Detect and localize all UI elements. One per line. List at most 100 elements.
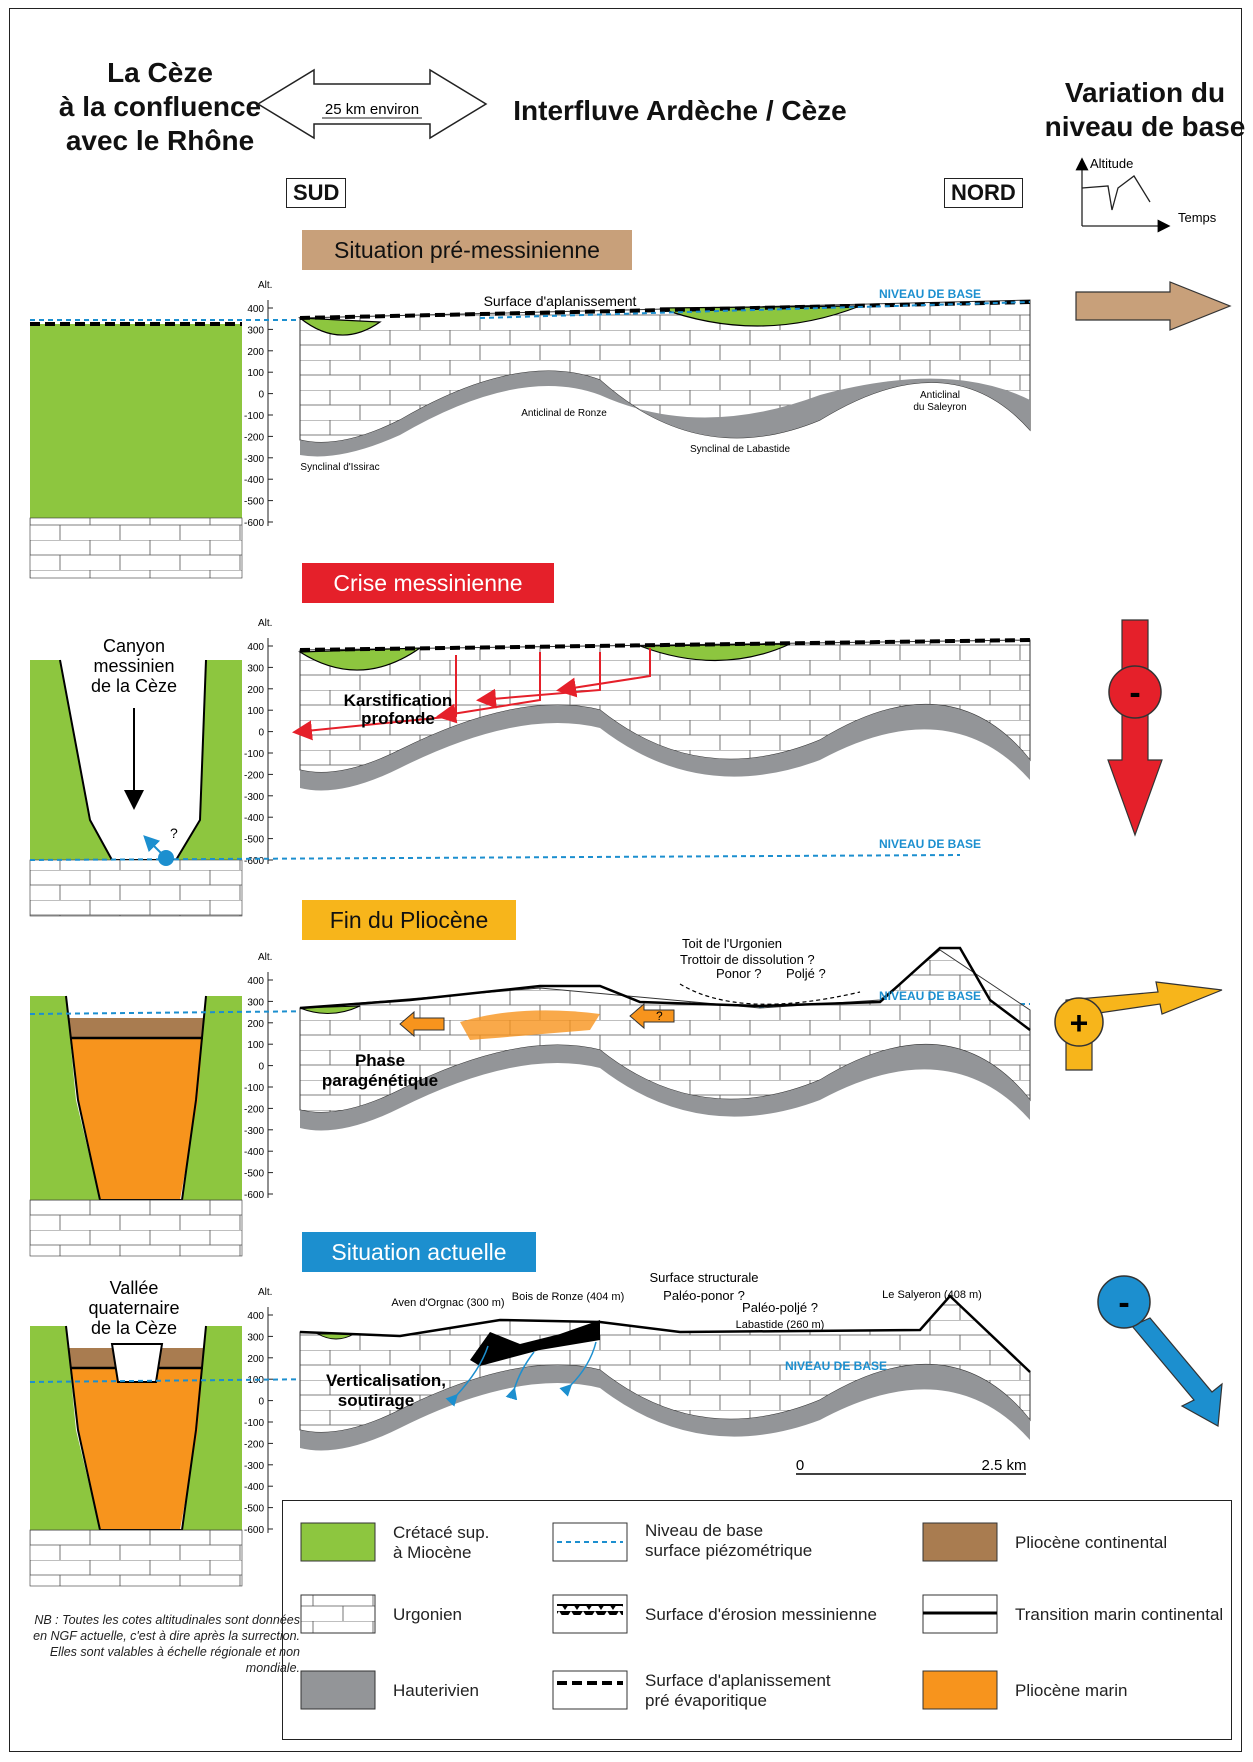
right-title-line: Variation du [1064,77,1226,108]
axis-tick-label: 400 [247,642,264,653]
axis-tick-label: -300 [244,454,264,465]
legend-item-hauterivien: Hauterivien [393,1681,479,1700]
north-label: NORD [944,178,1023,208]
svg-text:NIVEAU DE BASE: NIVEAU DE BASE [879,287,981,301]
axis-tick-label: 100 [247,1040,264,1051]
inset-y-label: Altitude [1090,156,1133,171]
legend-label: Niveau de base [645,1521,764,1540]
scale-note: 25 km environ [325,101,419,118]
footnote: NB : Toutes les cotes altitudinales sont… [33,1613,300,1675]
axis-tick-label: 300 [247,325,264,336]
legend-label: Crétacé sup. [393,1523,490,1542]
svg-text:?: ? [170,825,178,841]
altitude-time-inset: Altitude Temps [1075,156,1217,233]
left-title-line: La Cèze [107,57,213,88]
svg-text:Trottoir de dissolution ?: Trottoir de dissolution ? [680,952,815,967]
axis-tick-label: 200 [247,1354,264,1365]
figure-frame [9,8,1242,1752]
svg-text:profonde: profonde [361,709,435,728]
svg-text:Toit de l'Urgonien: Toit de l'Urgonien [682,936,782,951]
svg-text:0: 0 [796,1457,804,1474]
axis-tick-label: 0 [258,390,264,401]
svg-text:NIVEAU DE BASE: NIVEAU DE BASE [785,1359,887,1373]
svg-text:Fin du Pliocène: Fin du Pliocène [330,907,489,933]
axis-tick-label: 100 [247,368,264,379]
axis-label: Alt. [258,952,272,963]
svg-text:Synclinal d'Issirac: Synclinal d'Issirac [300,462,379,473]
legend-label: à Miocène [393,1543,472,1562]
axis-tick-label: -300 [244,1461,264,1472]
svg-text:Situation actuelle: Situation actuelle [331,1239,506,1265]
panel-2-cross-section: Canyon messinien de la Cèze ? Karstifica… [29,619,1163,917]
axis-tick-label: -400 [244,1147,264,1158]
panel-1-cross-section: Surface d'aplanissement NIVEAU DE BASE A… [29,281,1232,579]
base-level-drop-arrow-icon [1107,619,1163,837]
svg-text:?: ? [656,1009,663,1023]
svg-text:Situation pré-messinienne: Situation pré-messinienne [334,237,600,263]
svg-text:soutirage: soutirage [338,1391,415,1410]
svg-text:Anticlinal: Anticlinal [920,390,960,401]
axis-label: Alt. [258,1287,272,1298]
svg-text:Poljé ?: Poljé ? [786,966,826,981]
axis-tick-label: -200 [244,432,264,443]
axis-tick-label: -100 [244,749,264,760]
axis-tick-label: -200 [244,1439,264,1450]
legend: Crétacé sup. à Miocène Urgonien Hauteriv… [282,1500,1232,1740]
svg-text:Surface structurale: Surface structurale [649,1270,758,1285]
left-title: La Cèze à la confluence avec le Rhône [40,56,280,158]
axis-tick-label: -600 [244,856,264,867]
svg-text:-: - [1129,674,1140,712]
legend-item-transition: Transition marin continental [1015,1605,1224,1624]
panel-title-2: Crise messinienne [302,563,554,603]
altitude-axes: Alt. 400 300 200 100 0 -100 -200 -300 -400 -500 -60… [244,280,273,1536]
axis-tick-label: -600 [244,1190,264,1201]
base-level-stable-arrow-icon [1075,281,1232,331]
axis-tick-label: -100 [244,1083,264,1094]
axis-tick-label: 0 [258,1397,264,1408]
svg-text:Paléo-ponor ?: Paléo-ponor ? [663,1288,745,1303]
base-level-rise-arrow-icon [1065,981,1223,1071]
axis-tick-label: 300 [247,1332,264,1343]
legend-item-aplanissement: Surface d'aplanissement pré évaporitique [645,1671,831,1711]
axis-tick-label: 200 [247,347,264,358]
axis-label: Alt. [258,280,272,291]
axis-tick-label: -300 [244,1126,264,1137]
svg-text:du Saleyron: du Saleyron [913,402,966,413]
svg-text:Verticalisation,: Verticalisation, [326,1371,446,1390]
axis-tick-label: -400 [244,813,264,824]
axis-tick-label: -500 [244,497,264,508]
svg-text:de la Cèze: de la Cèze [91,676,177,696]
axis-tick-label: -600 [244,518,264,529]
svg-text:Canyon: Canyon [103,636,165,656]
axis-tick-label: 300 [247,997,264,1008]
axis-tick-label: -400 [244,475,264,486]
svg-text:NIVEAU DE BASE: NIVEAU DE BASE [879,989,981,1003]
right-title-line: niveau de base [1044,111,1246,142]
panel-title-1: Situation pré-messinienne [302,230,632,270]
svg-text:Anticlinal de Ronze: Anticlinal de Ronze [521,408,607,419]
legend-label: pré évaporitique [645,1691,767,1710]
axis-tick-label: -100 [244,1418,264,1429]
axis-tick-label: 0 [258,1062,264,1073]
double-arrow-icon [256,68,488,140]
left-title-line: avec le Rhône [65,125,255,156]
axis-tick-label: 200 [247,1019,264,1030]
svg-text:Crise messinienne: Crise messinienne [333,570,522,596]
axis-tick-label: 100 [247,706,264,717]
svg-text:2.5 km: 2.5 km [981,1457,1026,1474]
axis-tick-label: -200 [244,770,264,781]
axis-tick-label: -600 [244,1525,264,1536]
center-title: Interfluve Ardèche / Cèze [513,95,847,126]
legend-item-cretace: Crétacé sup. à Miocène [393,1523,489,1563]
axis-tick-label: -500 [244,835,264,846]
svg-text:+: + [1070,1005,1089,1041]
legend-item-pliocene-marin: Pliocène marin [1015,1681,1128,1700]
svg-text:Karstification: Karstification [344,691,453,710]
svg-text:Paléo-poljé ?: Paléo-poljé ? [742,1300,818,1315]
svg-text:Surface d'aplanissement: Surface d'aplanissement [484,293,637,309]
svg-text:Synclinal de Labastide: Synclinal de Labastide [690,444,791,455]
legend-label: surface piézométrique [645,1541,813,1560]
base-level-drop-arrow-icon [1131,1317,1223,1427]
legend-item-pliocene-continental: Pliocène continental [1015,1533,1168,1552]
